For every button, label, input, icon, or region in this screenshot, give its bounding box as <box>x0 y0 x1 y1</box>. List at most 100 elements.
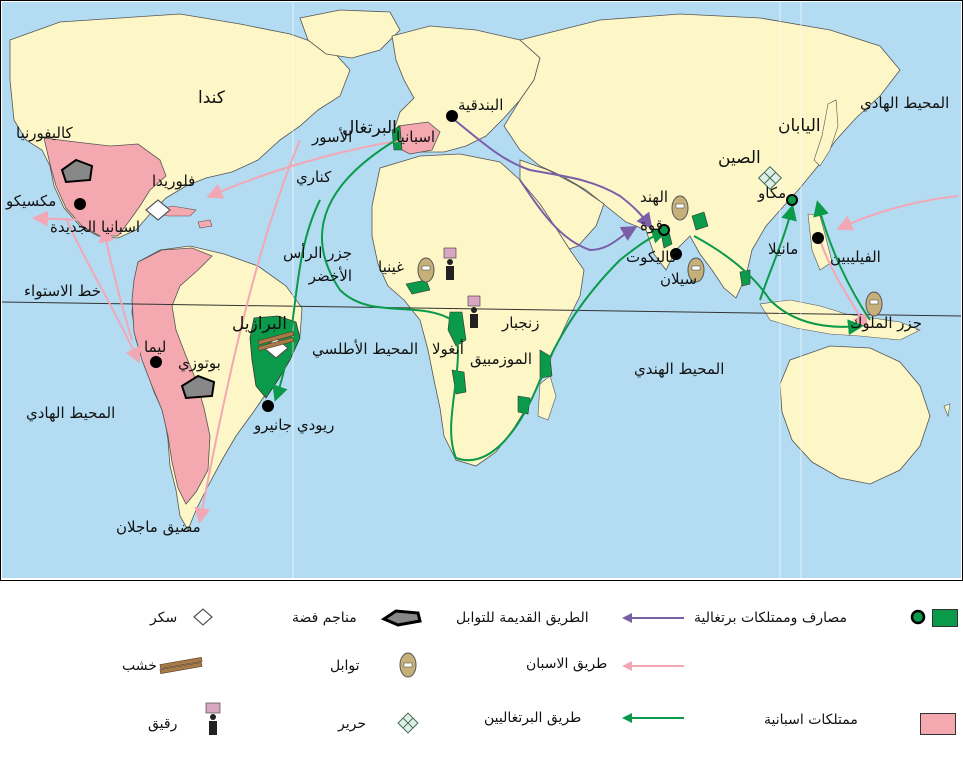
city-dot-calicut <box>670 248 682 260</box>
legend-sugar: سكر <box>150 610 178 626</box>
legend-portuguese-posts: مصارف وممتلكات برتغالية <box>694 610 848 626</box>
label-magellan: مضيق ماجلان <box>116 518 201 536</box>
spanish-route-return <box>98 226 133 341</box>
legend-silver-mines: مناجم فضة <box>292 610 357 626</box>
spanish-route-manila-moluccas <box>819 239 869 330</box>
indonesia <box>759 299 921 341</box>
portuguese-route-moluccas <box>813 200 871 321</box>
legend-spices: توابل <box>330 658 360 674</box>
world-map <box>1 2 962 578</box>
spanish-south-america <box>131 247 213 505</box>
label-florida: فلوريدا <box>152 172 196 190</box>
city-dot-venice <box>446 110 458 122</box>
portugal <box>391 125 403 151</box>
label-angola: أنغولا <box>432 340 464 358</box>
slave-icon <box>467 295 481 328</box>
label-rio: ريودي جانيرو <box>254 416 335 434</box>
label-venice: البندقية <box>458 96 504 114</box>
spanish-route-south <box>65 217 141 364</box>
label-zanzibar: زنجبار <box>502 314 540 332</box>
portuguese-route-brazil <box>272 199 321 402</box>
spanish-swatch <box>920 713 956 735</box>
label-moluccas: جزر الملوك <box>850 314 923 332</box>
city-dot-lima <box>150 356 162 368</box>
legend-slaves: رقيق <box>148 716 178 732</box>
portuguese-bengal <box>691 211 709 231</box>
label-manila: مانيلا <box>768 240 799 258</box>
spice-icon <box>417 257 435 283</box>
silk-icon <box>757 165 783 191</box>
label-azores: الأسور <box>312 128 353 146</box>
legend-old-spice-route: الطريق القديمة للتوابل <box>456 610 589 626</box>
label-india: الهند <box>640 188 669 206</box>
silver-mine-icon <box>180 374 216 400</box>
label-calicut: كاليكوت <box>626 248 677 266</box>
label-mozambique: الموزمبيق <box>470 350 532 368</box>
spanish-route-magellan <box>194 139 301 524</box>
label-new-spain: اسبانيا الجديدة <box>50 218 141 236</box>
label-mexico: مكسيكو <box>6 192 57 210</box>
portuguese-route-macau <box>759 204 797 301</box>
label-cape-verde: جزر الرأس الأخضر <box>282 244 352 285</box>
label-goa: قوة <box>640 216 663 234</box>
label-portugal: البرتغال <box>342 118 397 138</box>
label-guinea: غينيا <box>378 258 404 276</box>
portuguese-guinea <box>405 279 431 295</box>
label-philippines: الفيليبين <box>830 248 881 266</box>
spanish-route-arrow-icon <box>622 661 684 671</box>
city-dot-goa <box>658 224 670 236</box>
spanish-route-manila <box>836 195 959 231</box>
silver-mine-icon <box>380 609 422 627</box>
japan <box>813 99 839 167</box>
legend-silk: حرير <box>338 716 366 732</box>
slave-icon <box>205 702 221 735</box>
slave-icon <box>443 247 457 280</box>
sugar-icon <box>145 199 171 221</box>
label-ceylon: سيلان <box>660 270 698 288</box>
wood-icon <box>257 331 295 351</box>
spice-icon <box>671 195 689 221</box>
spanish-route-pacific-in <box>32 210 121 227</box>
legend-wood: خشب <box>122 658 157 674</box>
label-lima: ليما <box>144 338 167 356</box>
city-dot-manila <box>812 232 824 244</box>
label-pacific-east: المحيط الهادي <box>860 94 950 112</box>
legend-spanish-possessions: ممتلكات اسبانية <box>764 712 858 728</box>
portuguese-post-icon <box>910 609 926 625</box>
portuguese-route-east <box>693 235 864 336</box>
silver-mine-icon <box>60 158 94 184</box>
sugar-icon <box>193 608 213 626</box>
old-spice-route <box>451 117 653 230</box>
city-dot-macau <box>786 194 798 206</box>
label-china: الصين <box>718 148 761 168</box>
portuguese-swatch <box>932 609 958 627</box>
label-california: كاليفورنيا <box>16 124 73 142</box>
portuguese-route-africa <box>321 139 668 461</box>
new-zealand <box>943 403 951 418</box>
portuguese-mozambique <box>517 349 553 415</box>
label-indian-ocean: المحيط الهندي <box>634 360 725 378</box>
silk-icon <box>397 712 419 734</box>
spice-icon <box>687 257 705 283</box>
portuguese-route-arrow-icon <box>622 713 684 723</box>
label-canada: كندا <box>198 88 225 108</box>
greenland <box>299 9 401 59</box>
label-japan: اليابان <box>778 116 821 136</box>
old-route-arrow-icon <box>622 613 684 623</box>
legend-portuguese-route: طريق البرتغاليين <box>484 710 582 726</box>
label-spain: اسبانيا <box>396 128 436 146</box>
madagascar <box>537 375 557 421</box>
label-equator: خط الاستواء <box>24 282 102 300</box>
label-brazil: البرازيل <box>232 314 287 334</box>
legend-spanish-route: طريق الاسبان <box>526 656 608 672</box>
legend: مصارف وممتلكات برتغالية الطريق القديمة ل… <box>0 580 963 772</box>
label-macau: مكاو <box>758 184 787 202</box>
label-potosi: بوتوزي <box>178 354 221 372</box>
spice-icon <box>399 652 417 678</box>
label-canary: كناري <box>296 168 332 186</box>
spice-icon <box>865 291 883 317</box>
australia <box>779 345 931 485</box>
city-dot-mexico <box>74 198 86 210</box>
city-dot-rio <box>262 400 274 412</box>
wood-icon <box>159 657 203 674</box>
